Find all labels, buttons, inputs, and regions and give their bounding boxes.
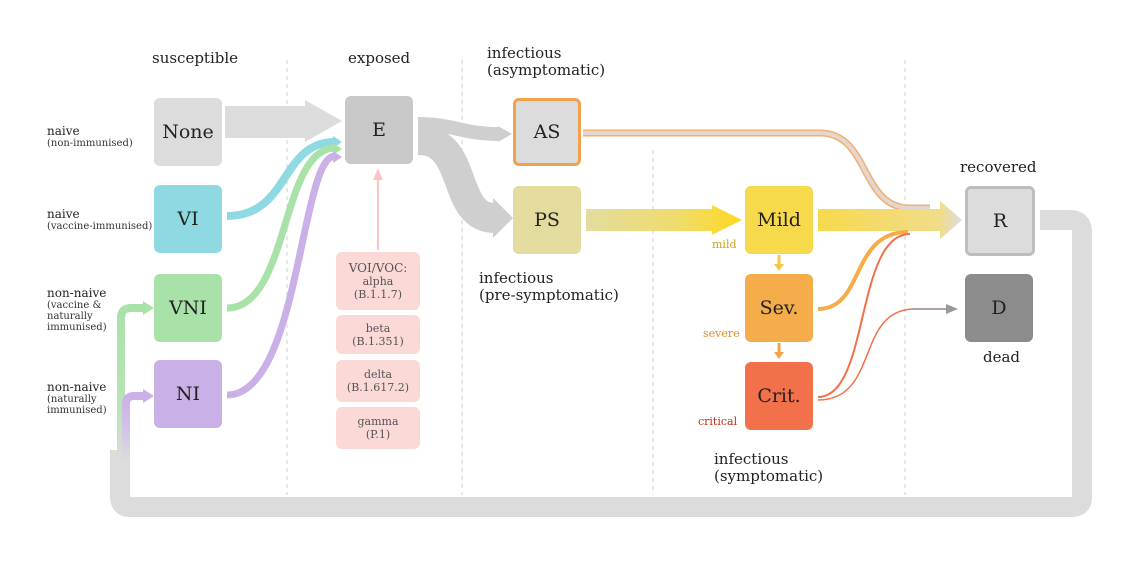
none-to-e-arrow — [225, 100, 342, 142]
compartment-ps: PS — [513, 186, 581, 254]
variant-box-beta: beta (B.1.351) — [336, 315, 420, 354]
variant-header: VOI/VOC: — [348, 260, 408, 275]
return-to-vni-arrowhead — [143, 301, 154, 315]
return-to-vni-arrow — [117, 304, 143, 460]
row-label-title: naive — [47, 124, 80, 138]
severity-label-mild: mild — [712, 238, 737, 251]
e-to-ps-arrow — [416, 125, 497, 233]
ni-to-e-arrowhead — [333, 151, 342, 163]
header-infectious-asym-line2: (asymptomatic) — [487, 61, 606, 79]
header-infectious-sym-line1: infectious — [714, 450, 789, 468]
header-infectious-sym-line2: (symptomatic) — [714, 467, 824, 485]
vni-to-e-curve — [226, 144, 336, 312]
ps-to-mild-arrow — [586, 205, 742, 235]
header-infectious-asymptomatic: infectious (asymptomatic) — [487, 45, 605, 79]
e-to-as-arrow — [417, 117, 501, 141]
variant-lineage: (B.1.1.7) — [353, 287, 403, 301]
row-label-naive-non-immunised: naive (non-immunised) — [47, 124, 133, 150]
vni-to-e-arrowhead — [333, 143, 342, 155]
compartment-sev: Sev. — [745, 274, 813, 342]
header-infectious-pre-line2: (pre-symptomatic) — [479, 286, 619, 304]
compartment-d: D — [965, 274, 1033, 342]
compartment-vi: VI — [154, 185, 222, 253]
header-recovered: recovered — [960, 158, 1037, 176]
vi-to-e-curve — [226, 138, 336, 220]
variant-lineage: (B.1.351) — [352, 334, 404, 348]
variant-lineage: (B.1.617.2) — [346, 381, 410, 394]
variant-name: delta — [363, 368, 393, 381]
return-loop-arrow — [110, 210, 1092, 517]
variant-box-gamma: gamma (P.1) — [336, 407, 420, 449]
crit-to-d-arrowhead — [946, 304, 958, 314]
header-susceptible: susceptible — [152, 49, 239, 67]
compartment-e: E — [345, 96, 413, 164]
crit-to-d-curve — [817, 308, 948, 401]
row-label-sub: immunised) — [47, 322, 107, 333]
header-infectious-presymptomatic: infectious (pre-symptomatic) — [479, 270, 619, 304]
header-dead: dead — [983, 348, 1021, 366]
ni-to-e-curve — [226, 152, 337, 399]
header-infectious-symptomatic: infectious (symptomatic) — [714, 451, 823, 485]
row-label-sub: (vaccine & — [47, 300, 102, 311]
row-label-sub: (non-immunised) — [47, 138, 133, 149]
return-to-ni-arrowhead — [143, 389, 154, 403]
severity-label-severe: severe — [703, 327, 740, 340]
compartment-crit: Crit. — [745, 362, 813, 430]
compartment-vni: VNI — [154, 274, 222, 342]
compartment-none: None — [154, 98, 222, 166]
row-label-title: naive — [47, 207, 80, 221]
variant-box-delta: delta (B.1.617.2) — [336, 360, 420, 402]
row-label-naive-vaccine-immunised: naive (vaccine-immunised) — [47, 207, 153, 233]
row-label-sub: immunised) — [47, 405, 107, 416]
compartment-ni: NI — [154, 360, 222, 428]
variant-name: gamma — [357, 415, 399, 428]
severity-label-critical: critical — [698, 415, 738, 428]
row-label-sub: naturally — [47, 311, 93, 322]
header-exposed: exposed — [348, 49, 411, 67]
mild-to-r-arrow — [818, 201, 962, 239]
row-label-non-naive-vaccine-natural: non-naive (vaccine & naturally immunised… — [47, 286, 107, 334]
row-label-non-naive-natural: non-naive (naturally immunised) — [47, 380, 107, 417]
return-to-ni-arrow — [122, 392, 143, 460]
row-label-title: non-naive — [47, 286, 107, 300]
crit-to-r-curve — [817, 233, 911, 398]
compartment-mild: Mild — [745, 186, 813, 254]
sev-to-r-curve — [817, 230, 909, 311]
variant-lineage: (P.1) — [365, 428, 391, 441]
compartment-r: R — [965, 186, 1035, 256]
variant-box-alpha: VOI/VOC: alpha (B.1.1.7) — [336, 252, 420, 310]
row-label-sub: (vaccine-immunised) — [47, 221, 153, 232]
row-label-sub: (naturally — [47, 394, 97, 405]
header-infectious-asym-line1: infectious — [487, 44, 562, 62]
row-label-title: non-naive — [47, 380, 107, 394]
variant-name: alpha — [362, 274, 394, 288]
variant-name: beta — [365, 321, 391, 335]
compartment-as: AS — [513, 98, 581, 166]
header-infectious-pre-line1: infectious — [479, 269, 554, 287]
